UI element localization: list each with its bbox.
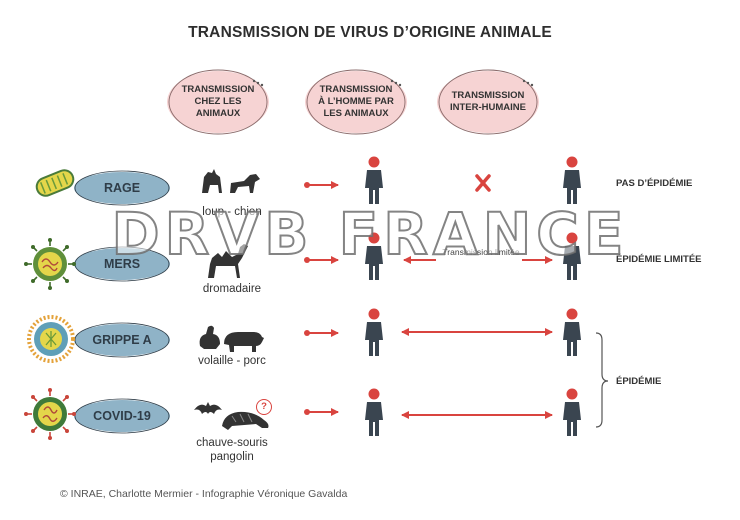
outcome-mers: ÉPIDÉMIE LIMITÉE	[616, 254, 702, 265]
column-header-to-human: Transmission à l’homme par les animaux	[302, 68, 410, 136]
column-header-label: Transmission à l’homme par les animaux	[318, 84, 394, 119]
column-header-inter-human: Transmission inter-humaine	[434, 68, 542, 136]
arrow-animal-to-human-covid	[304, 408, 339, 416]
person-icon	[563, 232, 581, 280]
animal-caption: dromadaire	[202, 283, 262, 295]
page-title: TRANSMISSION DE VIRUS D’ORIGINE ANIMALE	[188, 24, 552, 41]
animal-caption: chauve-souris	[196, 437, 268, 449]
bat-pangolin-icon	[194, 402, 269, 430]
arrow-animal-to-human-rage	[304, 181, 339, 189]
virus-label-rage: RAGE	[72, 170, 172, 206]
person-icon	[563, 308, 581, 356]
outcome-rage: PAS D’ÉPIDÉMIE	[616, 178, 693, 189]
person-icon	[365, 308, 383, 356]
person-icon	[365, 388, 383, 436]
camel-icon	[208, 244, 248, 278]
blue-blob-icon	[74, 398, 170, 434]
animal-caption: volaille - porc	[198, 355, 266, 367]
virus-name: GRIPPE A	[92, 333, 152, 347]
virus-label-covid-19: COVID-19	[72, 398, 172, 434]
person-icon	[563, 388, 581, 436]
rabies-virus-icon	[35, 169, 75, 197]
arrow-animal-to-human-grippe	[304, 329, 339, 337]
person-icon	[563, 156, 581, 204]
virus-name: COVID-19	[93, 409, 151, 423]
group-bracket	[595, 332, 609, 428]
no-transmission-cross-icon	[475, 174, 491, 192]
credit-line: © INRAE, Charlotte Mermier - Infographie…	[60, 488, 348, 500]
person-icon	[365, 156, 383, 204]
column-header-animals: Transmission chez les animaux	[164, 68, 272, 136]
virus-label-mers: MERS	[72, 246, 172, 282]
wolf-dog-icon	[202, 169, 260, 193]
column-header-label: Transmission inter-humaine	[450, 90, 526, 113]
pink-blob-icon	[305, 69, 407, 135]
limited-transmission-label: Transmission limitée	[442, 247, 520, 257]
animal-caption: loup - chien	[202, 206, 262, 218]
virus-name: MERS	[103, 257, 141, 271]
poultry-pig-icon	[199, 325, 264, 352]
virus-label-grippe-a: GRIPPE A	[72, 322, 172, 358]
animal-caption: pangolin	[210, 451, 254, 463]
coronavirus-icon	[24, 238, 76, 290]
blue-blob-icon	[74, 322, 170, 358]
person-icon	[365, 232, 383, 280]
influenza-virus-icon	[27, 315, 75, 363]
pink-blob-icon	[437, 69, 539, 135]
outcome-group: ÉPIDÉMIE	[616, 376, 662, 387]
arrow-animal-to-human-mers	[304, 256, 339, 264]
blue-blob-icon	[74, 170, 170, 206]
pink-blob-icon	[167, 69, 269, 135]
virus-name: RAGE	[103, 181, 141, 195]
question-mark-icon: ?	[256, 399, 272, 415]
column-header-label: Transmission chez les animaux	[181, 84, 255, 119]
covid-virus-icon	[24, 388, 76, 440]
